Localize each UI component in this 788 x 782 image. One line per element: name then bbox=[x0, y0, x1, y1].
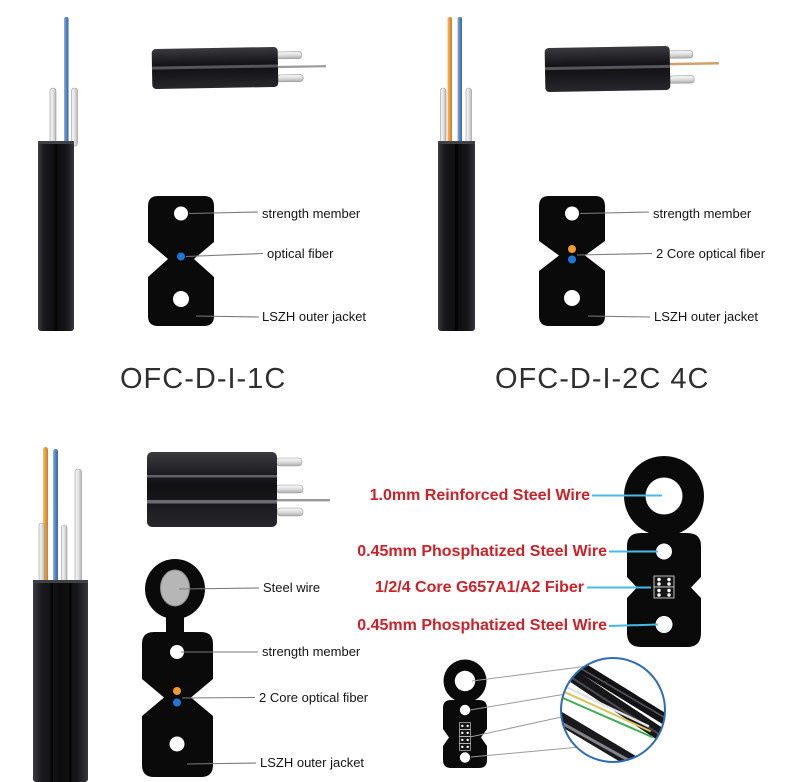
cable-photo-1c-horizontal bbox=[151, 46, 327, 90]
optical-fiber-dot-orange bbox=[568, 245, 576, 253]
optical-fiber-dot-blue bbox=[568, 255, 576, 264]
cable-photo-self-supporting-vertical bbox=[33, 447, 88, 782]
magnifier-cutaway bbox=[560, 657, 666, 763]
magnifier-leader-lines bbox=[469, 665, 589, 758]
label-optical-fiber: optical fiber bbox=[267, 245, 334, 261]
label-lszh-outer-jacket-ss: LSZH outer jacket bbox=[260, 755, 365, 770]
leader-lines-self-supporting bbox=[178, 587, 260, 765]
model-title-1c: OFC-D-I-1C bbox=[120, 363, 287, 395]
optical-fiber-dot bbox=[177, 252, 185, 261]
cross-section-4core-diagram bbox=[587, 456, 704, 647]
label-steel-wire: Steel wire bbox=[263, 580, 321, 595]
steel-wire-core bbox=[160, 569, 190, 607]
cable-photo-2c-horizontal bbox=[544, 45, 719, 93]
leader-lines-1c bbox=[185, 211, 264, 318]
label-lszh-outer-jacket: LSZH outer jacket bbox=[262, 309, 367, 324]
magnifier-ring bbox=[560, 657, 666, 763]
mini-fiber-ribbon-block bbox=[459, 722, 471, 751]
spec-leader-lines bbox=[587, 494, 662, 627]
label-lszh-outer-jacket-2c: LSZH outer jacket bbox=[654, 309, 759, 324]
cross-section-4core-small-diagram bbox=[443, 659, 589, 768]
spec-label-phosphatized-steel-wire-upper: 0.45mm Phosphatized Steel Wire bbox=[357, 543, 607, 560]
leader-lines-2c bbox=[576, 211, 653, 318]
label-strength-member: strength member bbox=[262, 205, 361, 221]
cross-section-2c-diagram bbox=[539, 196, 653, 326]
spec-label-fiber-type: 1/2/4 Core G657A1/A2 Fiber bbox=[375, 579, 584, 596]
spec-label-phosphatized-steel-wire-lower: 0.45mm Phosphatized Steel Wire bbox=[357, 617, 607, 634]
fiber-ribbon-block bbox=[653, 575, 675, 599]
label-2-core-optical-fiber-ss: 2 Core optical fiber bbox=[259, 689, 369, 705]
cross-section-self-supporting-diagram bbox=[142, 559, 260, 777]
label-strength-member-2c: strength member bbox=[653, 205, 752, 221]
cable-photo-1c-vertical bbox=[38, 17, 78, 331]
label-2-core-optical-fiber: 2 Core optical fiber bbox=[656, 245, 766, 261]
cable-photo-2c-vertical bbox=[438, 17, 475, 331]
model-title-2c-4c: OFC-D-I-2C 4C bbox=[495, 363, 710, 395]
cable-photo-self-supporting-horizontal bbox=[147, 452, 330, 527]
spec-label-reinforced-steel-wire: 1.0mm Reinforced Steel Wire bbox=[369, 487, 590, 504]
cross-section-1c-diagram bbox=[148, 196, 264, 326]
label-strength-member-ss: strength member bbox=[262, 644, 361, 659]
